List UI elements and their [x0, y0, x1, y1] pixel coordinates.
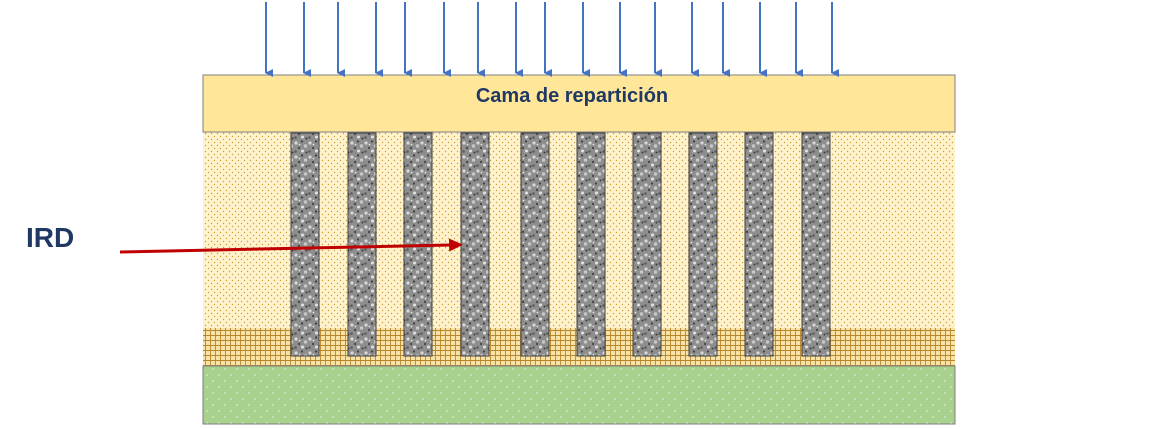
ird-pointer-arrowhead — [449, 238, 463, 252]
rigid-inclusion-column — [290, 132, 320, 357]
rigid-inclusion-column — [520, 132, 550, 357]
ird-label: IRD — [26, 222, 74, 253]
rigid-inclusion-column — [801, 132, 831, 357]
ird-pointer-arrow — [119, 243, 451, 254]
rigid-inclusion-column — [632, 132, 662, 357]
load-arrow-group — [265, 2, 839, 77]
bedrock-layer — [202, 365, 956, 425]
rigid-inclusion-column — [744, 132, 774, 357]
rigid-inclusion-column — [347, 132, 377, 357]
rigid-inclusion-column — [576, 132, 606, 357]
top-layer-label: Cama de repartición — [476, 85, 668, 107]
top-layer — [202, 74, 956, 133]
rigid-inclusion-column — [688, 132, 718, 357]
column-group — [290, 132, 831, 357]
rigid-inclusion-column — [460, 132, 490, 357]
